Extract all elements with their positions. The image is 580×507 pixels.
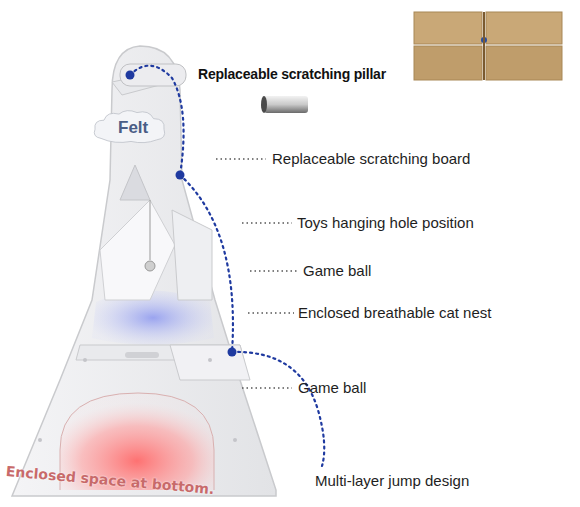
part-label: Replaceable scratching board (272, 150, 470, 168)
part-label: Toys hanging hole position (297, 214, 474, 232)
part-label: Enclosed breathable cat nest (298, 304, 491, 322)
pillar-icon (261, 96, 308, 113)
part-label: Game ball (298, 379, 366, 397)
part-label: Game ball (303, 262, 371, 280)
logo-cloud: Felt (92, 108, 167, 146)
cat-tower (12, 46, 276, 496)
part-title: Replaceable scratching pillar (198, 65, 386, 83)
cardboard-photo (408, 4, 568, 86)
logo-text: Felt (118, 118, 149, 138)
part-label: Multi-layer jump design (315, 472, 469, 490)
